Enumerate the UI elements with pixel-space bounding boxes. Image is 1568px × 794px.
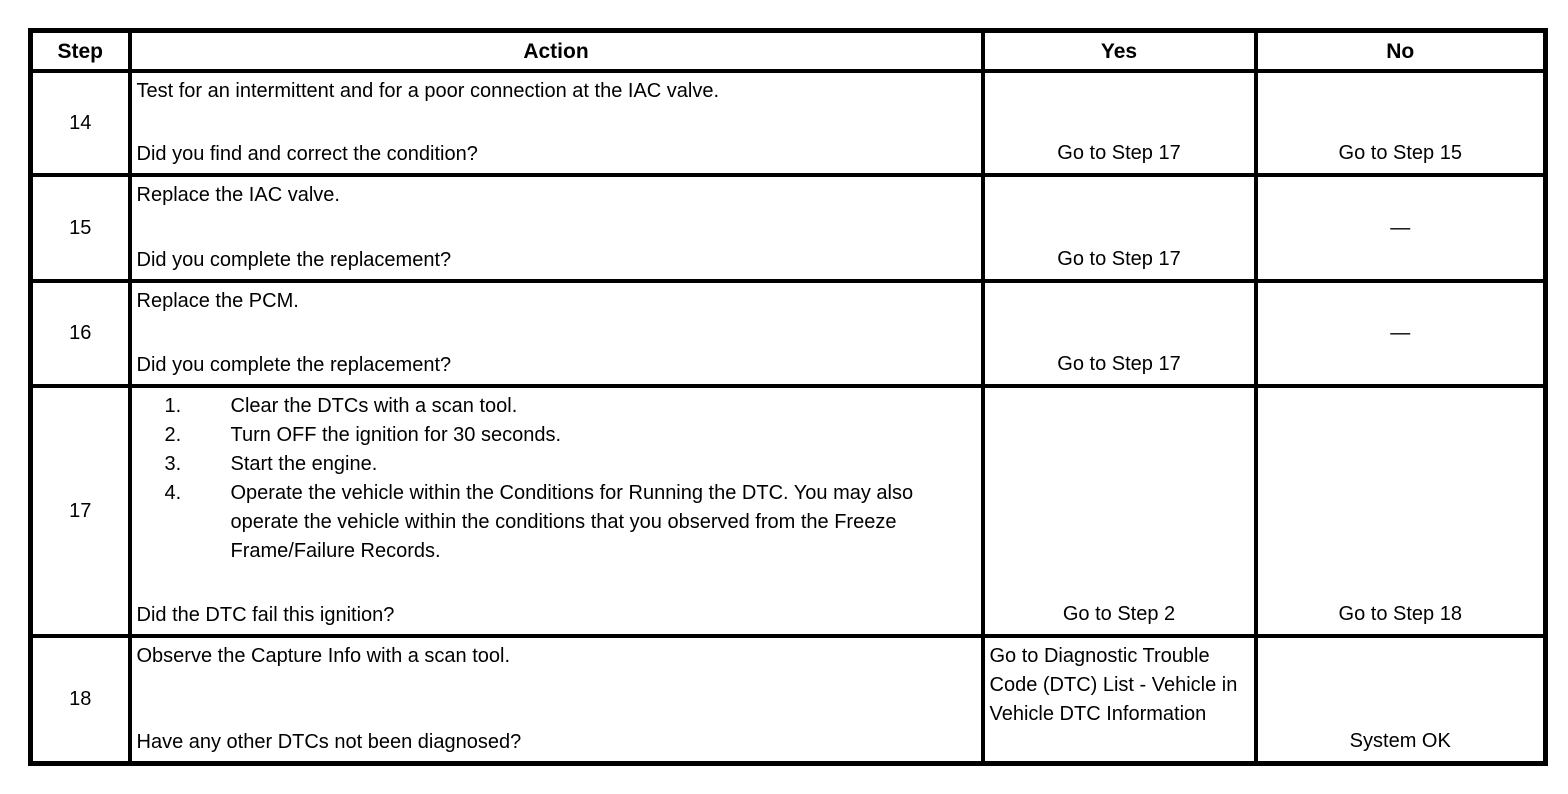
- step-number: 14: [28, 69, 132, 177]
- table-row-step-16: 16 Replace the PCM. Did you complete the…: [28, 279, 1548, 388]
- header-action: Action: [127, 28, 985, 73]
- yes-cell: Go to Diagnostic Trouble Code (DTC) List…: [980, 634, 1258, 765]
- list-item-text: Turn OFF the ignition for 30 seconds.: [230, 424, 562, 446]
- list-item: 2. Turn OFF the ignition for 30 seconds.: [134, 421, 973, 450]
- action-question: Did the DTC fail this ignition?: [136, 604, 395, 626]
- action-cell: Observe the Capture Info with a scan too…: [127, 634, 985, 765]
- yes-result: Go to Diagnostic Trouble Code (DTC) List…: [989, 645, 1238, 725]
- list-item-number: 3.: [164, 453, 182, 475]
- no-cell: —: [1253, 279, 1548, 388]
- yes-cell: Go to Step 2: [980, 384, 1258, 638]
- step-number: 15: [28, 173, 132, 283]
- yes-result: Go to Step 17: [1057, 353, 1181, 375]
- action-text: Test for an intermittent and for a poor …: [136, 80, 720, 102]
- step-number: 18: [28, 634, 132, 765]
- action-cell: 1. Clear the DTCs with a scan tool. 2. T…: [127, 384, 985, 638]
- action-question: Did you complete the replacement?: [136, 354, 452, 376]
- list-item-text: Clear the DTCs with a scan tool.: [230, 395, 518, 417]
- no-result-dash: —: [1390, 216, 1411, 239]
- action-question: Did you complete the replacement?: [136, 249, 452, 271]
- header-no: No: [1253, 28, 1548, 73]
- list-item-text: Start the engine.: [230, 453, 378, 475]
- no-result: Go to Step 18: [1338, 603, 1462, 625]
- no-cell: Go to Step 15: [1253, 69, 1548, 177]
- no-result: System OK: [1349, 729, 1451, 752]
- action-cell: Replace the PCM. Did you complete the re…: [127, 279, 985, 388]
- list-item: 1. Clear the DTCs with a scan tool.: [134, 392, 973, 421]
- step-number: 16: [28, 279, 132, 388]
- table-row-step-14: 14 Test for an intermittent and for a po…: [28, 69, 1548, 177]
- action-text: Replace the IAC valve.: [136, 184, 340, 206]
- list-item-text: Operate the vehicle within the Condition…: [230, 482, 914, 562]
- table-row-step-15: 15 Replace the IAC valve. Did you comple…: [28, 173, 1548, 283]
- yes-result: Go to Step 17: [1057, 248, 1181, 270]
- action-question: Did you find and correct the condition?: [136, 143, 478, 165]
- action-text: Replace the PCM.: [136, 290, 299, 312]
- table-row-step-18: 18 Observe the Capture Info with a scan …: [28, 634, 1548, 765]
- action-cell: Replace the IAC valve. Did you complete …: [127, 173, 985, 283]
- no-cell: —: [1253, 173, 1548, 283]
- action-question: Have any other DTCs not been diagnosed?: [136, 730, 522, 753]
- no-result: Go to Step 15: [1338, 142, 1462, 164]
- header-yes: Yes: [980, 28, 1258, 73]
- no-cell: System OK: [1253, 634, 1548, 765]
- yes-cell: Go to Step 17: [980, 69, 1258, 177]
- action-cell: Test for an intermittent and for a poor …: [127, 69, 985, 177]
- header-step: Step: [28, 28, 132, 73]
- step-number: 17: [28, 384, 132, 638]
- yes-result: Go to Step 2: [1062, 603, 1176, 625]
- list-item: 4. Operate the vehicle within the Condit…: [134, 479, 973, 566]
- list-item: 3. Start the engine.: [134, 450, 973, 479]
- table-row-step-17: 17 1. Clear the DTCs with a scan tool. 2…: [28, 384, 1548, 638]
- yes-cell: Go to Step 17: [980, 173, 1258, 283]
- list-item-number: 4.: [164, 482, 182, 504]
- list-item-number: 1.: [164, 395, 182, 417]
- list-item-number: 2.: [164, 424, 182, 446]
- no-result-dash: —: [1390, 322, 1411, 344]
- diagnostic-steps-table: Step Action Yes No 14 Test for an interm…: [28, 28, 1548, 766]
- action-numbered-list: 1. Clear the DTCs with a scan tool. 2. T…: [134, 390, 979, 566]
- header-row: Step Action Yes No: [28, 28, 1548, 73]
- yes-result: Go to Step 17: [1057, 142, 1181, 164]
- no-cell: Go to Step 18: [1253, 384, 1548, 638]
- yes-cell: Go to Step 17: [980, 279, 1258, 388]
- action-text: Observe the Capture Info with a scan too…: [136, 645, 511, 667]
